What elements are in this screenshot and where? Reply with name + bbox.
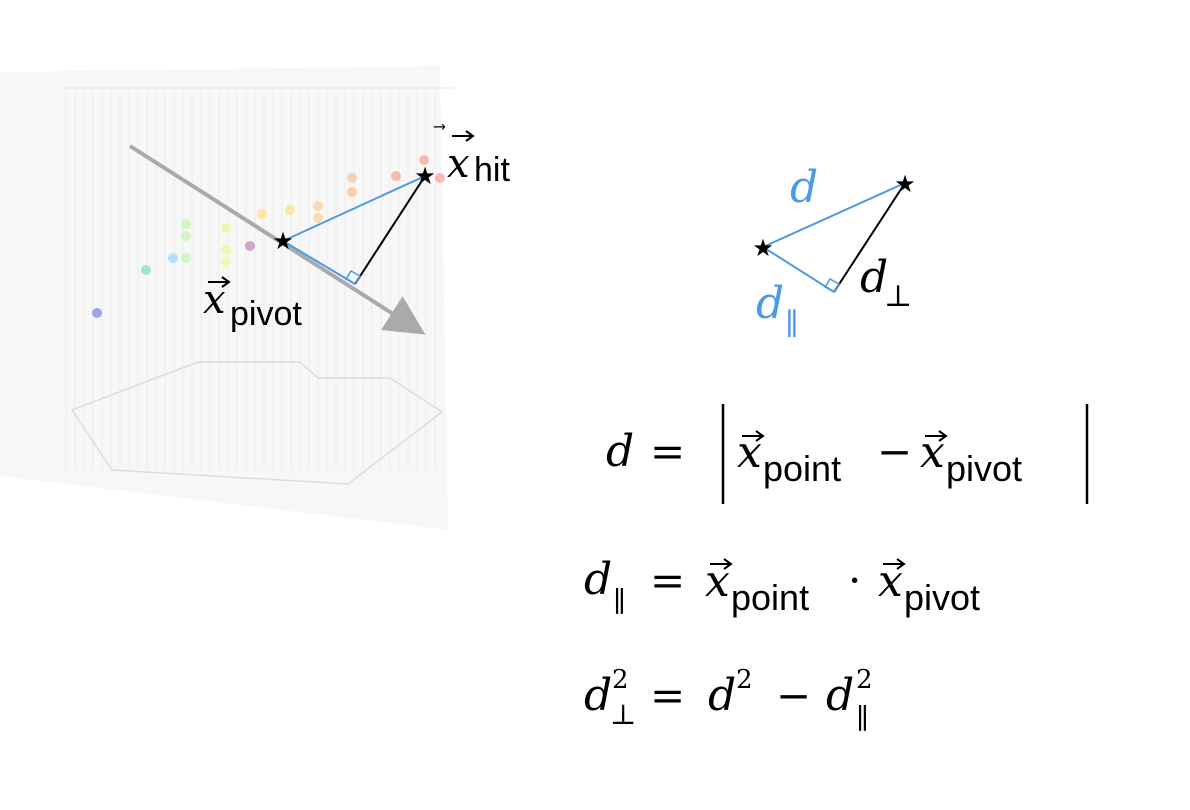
svg-text:d: d [584,670,612,721]
svg-text:d: d [860,252,888,303]
scatter-point [391,171,401,181]
star-right-2: ★ [894,170,916,198]
svg-text:=: = [650,427,685,476]
scatter-point [221,223,231,233]
scatter-point [92,308,102,318]
vector-arrow-icon [742,430,765,442]
left-construction [282,175,426,286]
scatter-point [245,241,255,251]
star-pivot: ★ [272,227,294,255]
scatter-point [181,231,191,241]
scatter-point [313,213,323,223]
scatter-point [181,219,191,229]
svg-text:pivot: pivot [230,295,302,333]
star-right-1: ★ [752,234,774,262]
svg-text:·: · [848,556,861,605]
svg-text:=: = [650,556,685,605]
vector-arrow-icon [925,430,948,442]
svg-text:x: x [447,141,470,187]
scatter-point [168,253,178,263]
svg-text:⊥: ⊥ [884,279,912,314]
scatter-point [257,209,267,219]
svg-text:x: x [203,277,226,323]
label-d: d [790,162,818,213]
d-line-left [282,175,426,242]
svg-text:∥: ∥ [785,307,799,342]
star-hit: ★ [414,162,436,190]
scatter-point [221,257,231,267]
right-angle-marker-left [344,269,362,286]
vector-arrow-icon [452,130,475,142]
scatter-point [435,173,445,183]
scatter-point [419,155,429,165]
vector-arrow-icon [883,558,906,570]
dpar-line-left [282,240,356,285]
label-x-pivot: x pivot [203,276,302,333]
svg-text:x: x [737,427,762,478]
scatter-point [313,201,323,211]
svg-text:2: 2 [612,665,629,695]
svg-text:pivot: pivot [946,448,1022,489]
svg-text:hit: hit [474,151,510,189]
svg-text:−: − [776,671,811,720]
d-line [762,182,906,248]
dperp-line-left [354,175,426,285]
svg-text:2: 2 [856,665,873,695]
dpar-line [762,246,835,293]
svg-text:2: 2 [736,665,753,695]
scatter-3d-panel [0,66,455,530]
triangle-diagram: ★ ★ d d ∥ d ⊥ [752,162,916,342]
svg-text:−: − [877,427,912,476]
right-angle-marker [823,277,841,294]
svg-text:d: d [708,670,736,721]
panel-gridlines [65,90,436,470]
scatter-point [221,245,231,255]
svg-text:∥: ∥ [613,585,626,618]
label-d-perp: d ⊥ [860,252,912,314]
svg-text:=: = [650,671,685,720]
svg-text:x: x [920,427,945,478]
equation-perpendicular: d 2 ⊥ = d 2 − d 2 ∥ [584,665,873,735]
svg-text:x: x [878,556,903,607]
svg-text:d: d [756,278,784,329]
svg-text:point: point [731,577,809,618]
svg-text:d: d [584,554,612,605]
svg-text:pivot: pivot [904,577,980,618]
equation-distance: d = x point − x pivot [606,404,1089,504]
equation-parallel: d ∥ = x point · x pivot [584,554,980,618]
scatter-point [285,205,295,215]
label-d-parallel: d ∥ [756,278,799,342]
label-x-hit: ⃗ x hit [433,124,510,189]
direction-arrow [128,144,426,335]
svg-text:⊥: ⊥ [610,698,636,731]
svg-text:x: x [705,556,730,607]
vector-arrow-icon [710,558,733,570]
svg-text:∥: ∥ [856,702,869,735]
scatter-points [92,155,445,318]
panel-floor-hexagon [70,361,444,485]
scatter-point [181,253,191,263]
scatter-point [347,173,357,183]
svg-text:d: d [606,426,634,477]
vector-arrow-icon [208,276,231,288]
scatter-point [141,265,151,275]
svg-text:d: d [826,670,854,721]
scatter-point [347,187,357,197]
svg-text:point: point [763,448,841,489]
dperp-line [833,182,906,293]
